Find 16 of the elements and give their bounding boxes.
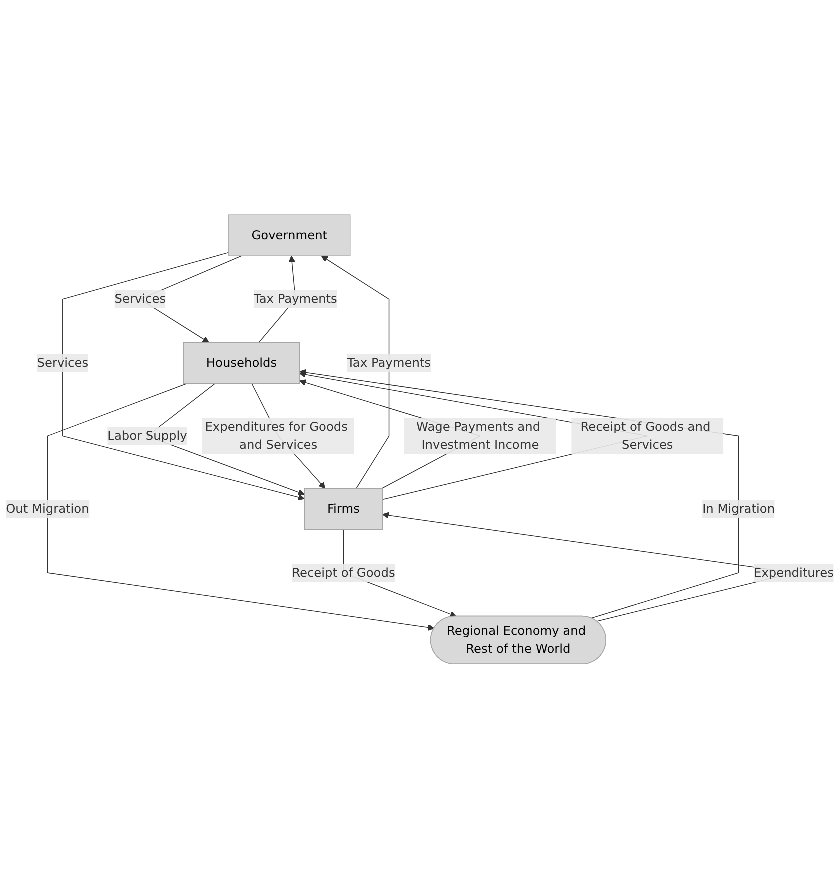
node-box: Households xyxy=(183,342,300,385)
edge-label: Receipt of Goods xyxy=(292,566,396,580)
edge-label: Expenditures xyxy=(754,566,834,580)
node-box: Firms xyxy=(304,488,384,530)
edge-label: Wage Payments and Investment Income xyxy=(416,420,541,453)
edge-label: Out Migration xyxy=(6,502,90,516)
edge-label: In Migration xyxy=(702,502,776,516)
edge-label: Services xyxy=(114,292,166,307)
arrow xyxy=(321,256,390,490)
edge-label: Labor Supply xyxy=(108,428,188,444)
edge-label: Tax Payments xyxy=(254,292,338,307)
node-box: Government xyxy=(228,215,351,257)
edge-label: Receipt of Goods and Services xyxy=(580,420,711,453)
edge-label: Tax Payments xyxy=(348,356,432,370)
edge-label: Expenditures for Goods and Services xyxy=(205,420,348,453)
edge-label: Services xyxy=(37,356,89,370)
